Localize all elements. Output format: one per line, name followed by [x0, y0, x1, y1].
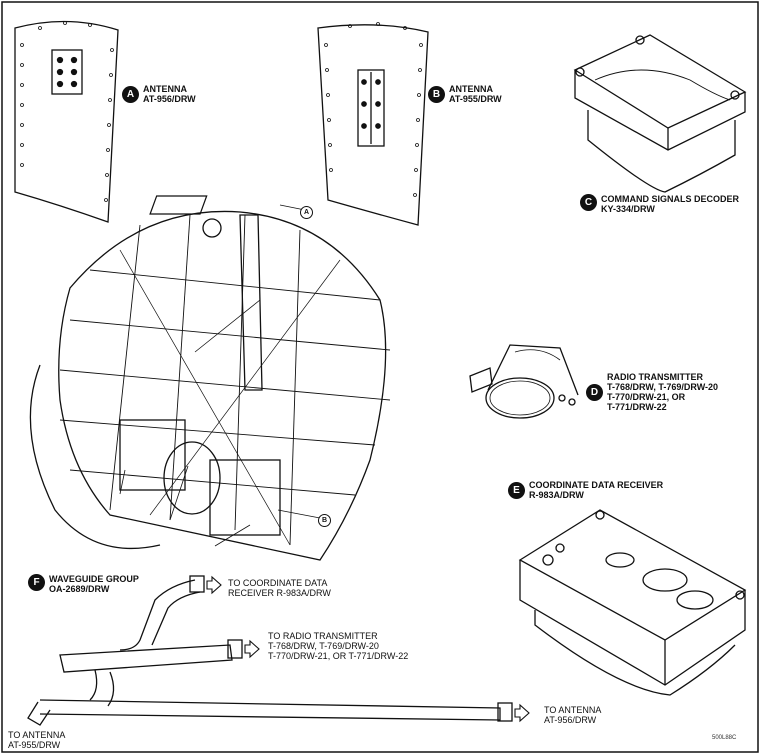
receiver-e-unit — [518, 509, 747, 696]
callout-transmitter-line2: T-768/DRW, T-769/DRW-20 — [268, 641, 379, 651]
decoder-c-unit — [573, 34, 747, 193]
antenna-b-panel — [317, 22, 429, 226]
label-a-line1: ANTENNA — [143, 84, 187, 94]
label-c-line2: KY-334/DRW — [601, 204, 655, 214]
callout-to-antenna-956: TO ANTENNA AT-956/DRW — [544, 705, 601, 725]
transmitter-d-unit — [469, 344, 579, 419]
callout-arrows — [206, 575, 530, 723]
callout-receiver-line1: TO COORDINATE DATA — [228, 578, 328, 588]
figure-code: 500L88C — [712, 735, 737, 741]
label-f-line1: WAVEGUIDE GROUP — [49, 574, 139, 584]
label-a-line2: AT-956/DRW — [143, 94, 196, 104]
badge-b-small: B — [318, 514, 331, 527]
label-transmitter-d: RADIO TRANSMITTER T-768/DRW, T-769/DRW-2… — [607, 372, 718, 412]
bulkhead-structure — [29, 195, 391, 561]
label-d-line2: T-768/DRW, T-769/DRW-20 — [607, 382, 719, 392]
label-antenna-b: ANTENNA AT-955/DRW — [449, 84, 502, 104]
callout-transmitter-line3: T-770/DRW-21, OR T-771/DRW-22 — [268, 651, 409, 661]
label-receiver-e: COORDINATE DATA RECEIVER R-983A/DRW — [529, 480, 663, 500]
label-b-line1: ANTENNA — [449, 84, 493, 94]
badge-c: C — [580, 194, 597, 211]
callout-receiver-line2: RECEIVER R-983A/DRW — [228, 588, 331, 598]
leader-lines — [119, 204, 321, 547]
callout-to-receiver: TO COORDINATE DATA RECEIVER R-983A/DRW — [228, 578, 331, 598]
waveguide-f-group — [27, 575, 513, 726]
label-e-line1: COORDINATE DATA RECEIVER — [529, 480, 664, 490]
callout-transmitter-line1: TO RADIO TRANSMITTER — [268, 631, 378, 641]
badge-b: B — [428, 86, 445, 103]
callout-to-transmitter: TO RADIO TRANSMITTER T-768/DRW, T-769/DR… — [268, 631, 408, 661]
callout-955-line1: TO ANTENNA — [8, 730, 66, 740]
badge-e: E — [508, 482, 525, 499]
label-c-line1: COMMAND SIGNALS DECODER — [601, 194, 740, 204]
label-f-line2: OA-2689/DRW — [49, 584, 110, 594]
callout-955-line2: AT-955/DRW — [8, 740, 61, 750]
label-e-line2: R-983A/DRW — [529, 490, 584, 500]
badge-a-small: A — [300, 206, 313, 219]
label-decoder-c: COMMAND SIGNALS DECODER KY-334/DRW — [601, 194, 739, 214]
label-waveguide-f: WAVEGUIDE GROUP OA-2689/DRW — [49, 574, 139, 594]
callout-956-line2: AT-956/DRW — [544, 715, 597, 725]
badge-f: F — [28, 574, 45, 591]
label-d-line1: RADIO TRANSMITTER — [607, 372, 703, 382]
badge-a: A — [122, 86, 139, 103]
label-b-line2: AT-955/DRW — [449, 94, 502, 104]
callout-to-antenna-955: TO ANTENNA AT-955/DRW — [8, 730, 65, 750]
badge-d: D — [586, 384, 603, 401]
callout-956-line1: TO ANTENNA — [544, 705, 602, 715]
antenna-a-panel — [14, 20, 119, 223]
label-d-line3: T-770/DRW-21, OR — [607, 392, 686, 402]
label-antenna-a: ANTENNA AT-956/DRW — [143, 84, 196, 104]
label-d-line4: T-771/DRW-22 — [607, 402, 667, 412]
